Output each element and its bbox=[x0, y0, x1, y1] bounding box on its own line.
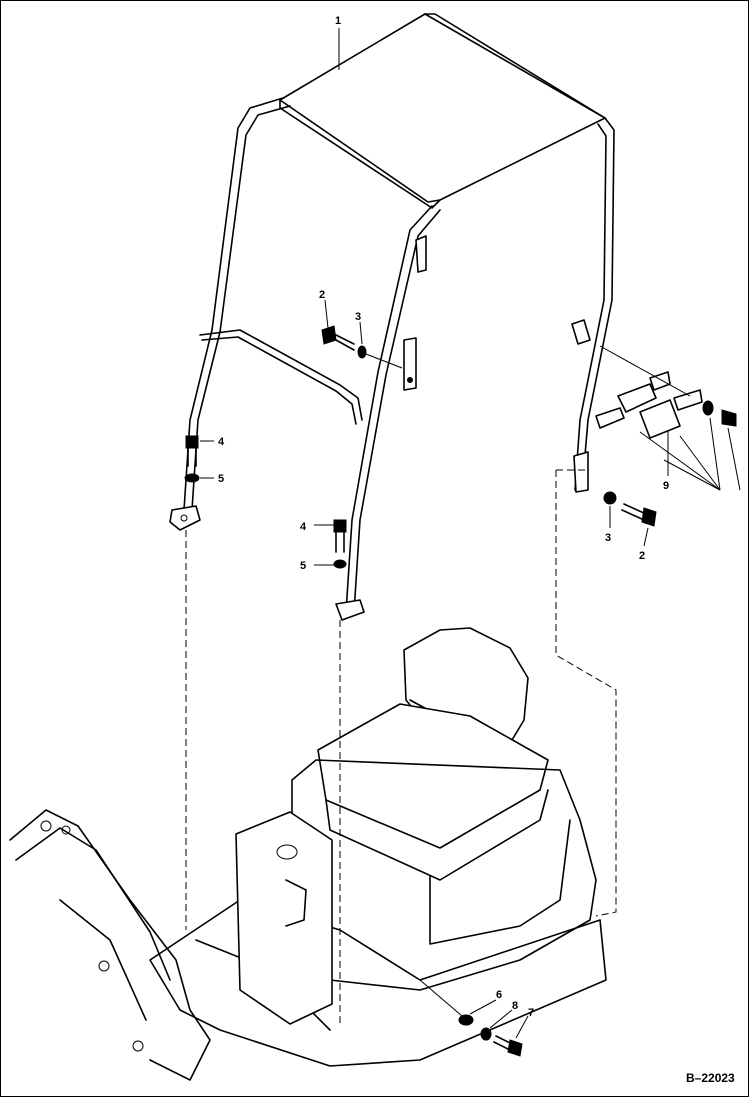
bolt-4-mid bbox=[333, 519, 347, 553]
callout-3-right: 3 bbox=[605, 532, 611, 544]
callout-2-right: 2 bbox=[639, 550, 645, 562]
callout-5-mid: 5 bbox=[300, 560, 306, 572]
machine-platform bbox=[149, 811, 607, 1067]
callout-8: 8 bbox=[512, 1000, 518, 1012]
lockwasher-8 bbox=[480, 1027, 492, 1041]
callout-1: 1 bbox=[335, 15, 341, 27]
bolt-2-right bbox=[621, 503, 657, 527]
leader-9-c bbox=[709, 417, 721, 491]
leader-9-e bbox=[663, 459, 721, 491]
callout-4-mid: 4 bbox=[300, 521, 307, 533]
washer-6 bbox=[458, 1014, 474, 1026]
leader-bottom-group bbox=[419, 979, 463, 1017]
callout-9: 9 bbox=[663, 480, 669, 492]
callout-7: 7 bbox=[528, 1007, 534, 1019]
callout-6: 6 bbox=[496, 989, 502, 1001]
washer-5-top bbox=[184, 473, 200, 483]
leader-9-b bbox=[679, 435, 721, 491]
callout-leaders bbox=[200, 28, 669, 1039]
bolt-7 bbox=[493, 1035, 523, 1057]
washer-3-right bbox=[603, 491, 617, 505]
figure-reference-code: B–22023 bbox=[686, 1071, 735, 1085]
bolt-4-top bbox=[185, 435, 199, 467]
washer-3-left bbox=[357, 345, 367, 359]
alignment-lines bbox=[185, 469, 617, 1024]
callout-4-top: 4 bbox=[218, 436, 225, 448]
callout-2-left: 2 bbox=[319, 289, 325, 301]
leader-9-a bbox=[639, 431, 721, 491]
operator-seat bbox=[317, 627, 549, 881]
control-linkage bbox=[9, 809, 211, 1081]
washer-5-mid bbox=[333, 559, 347, 569]
leader-left-group bbox=[365, 353, 403, 369]
bolt-2-left bbox=[321, 325, 355, 351]
callout-3-left: 3 bbox=[355, 311, 361, 323]
seat-belt-assembly bbox=[595, 345, 737, 439]
leader-9-d bbox=[727, 427, 741, 491]
canopy-frame bbox=[169, 13, 615, 621]
callout-5-top: 5 bbox=[218, 473, 224, 485]
